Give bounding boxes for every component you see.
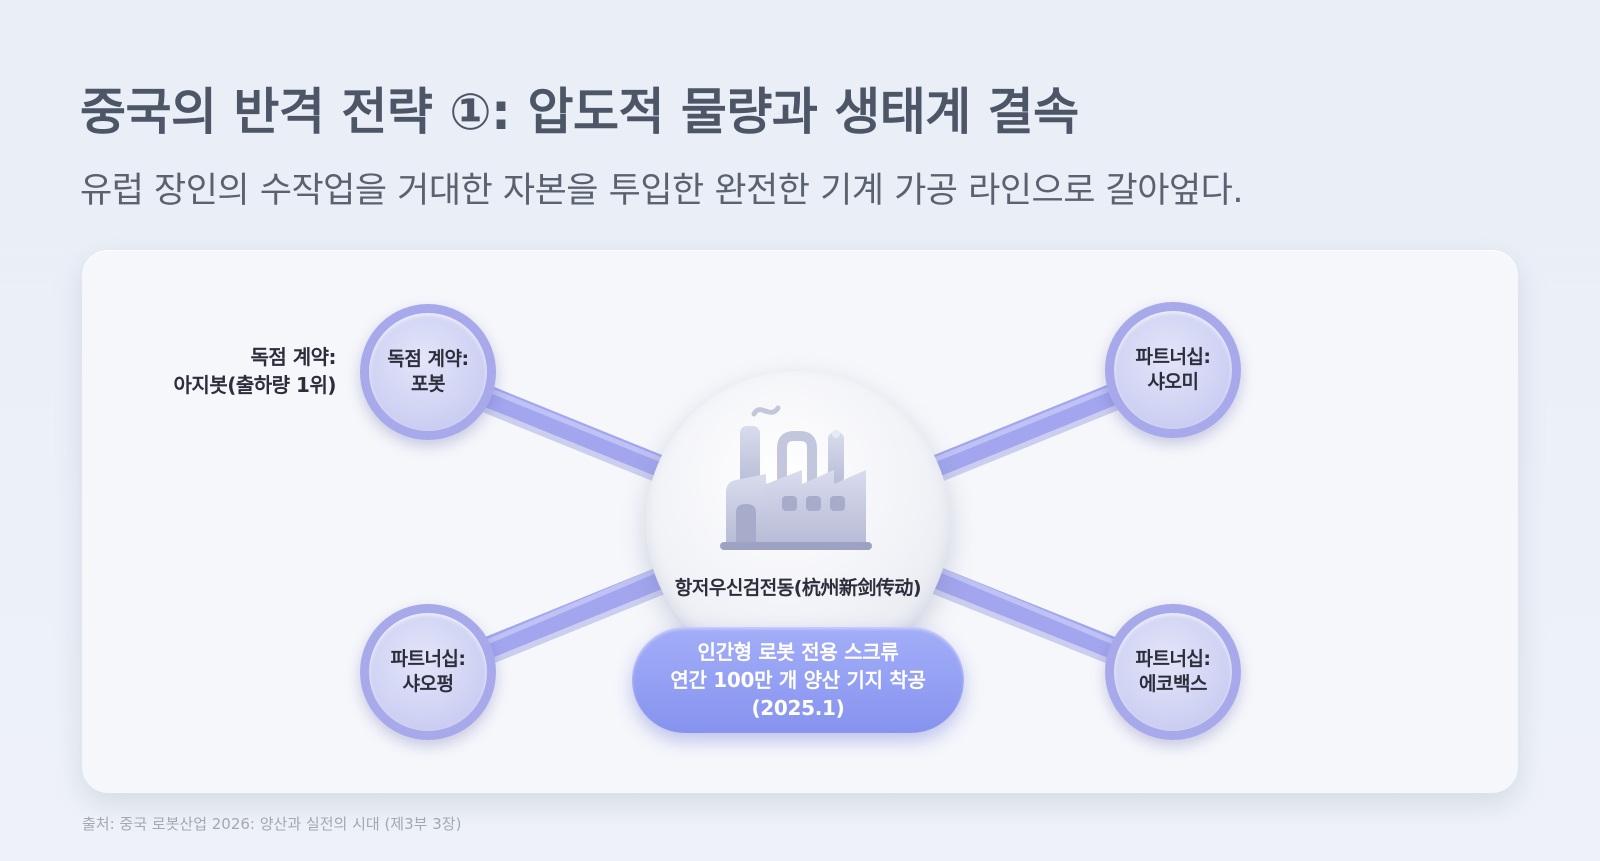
factory-icon <box>720 405 872 550</box>
page-subtitle: 유럽 장인의 수작업을 거대한 자본을 투입한 완전한 기계 가공 라인으로 갈… <box>80 171 1243 211</box>
node-top-left: 독점 계약: 포봇 <box>360 304 496 440</box>
node-bottom-left-label: 파트너십: 샤오펑 <box>390 648 466 695</box>
node-top-left-label: 독점 계약: 포봇 <box>387 348 469 395</box>
node-top-right-label: 파트너십: 샤오미 <box>1135 346 1211 393</box>
page-title: 중국의 반격 전략 ①: 압도적 물량과 생태계 결속 <box>80 83 1079 141</box>
milestone-pill: 인간형 로봇 전용 스크류 연간 100만 개 양산 기지 착공 (2025.1… <box>632 627 964 733</box>
node-top-right: 파트너십: 샤오미 <box>1105 302 1241 438</box>
source-citation: 출처: 중국 로봇산업 2026: 양산과 실전의 시대 (제3부 3장) <box>82 815 462 833</box>
node-bottom-left: 파트너십: 샤오펑 <box>360 604 496 740</box>
node-bottom-right-label: 파트너십: 에코백스 <box>1135 648 1211 695</box>
side-label-top-left: 독점 계약: 아지봇(출하량 1위) <box>173 345 337 397</box>
node-bottom-right: 파트너십: 에코백스 <box>1105 604 1241 740</box>
hub-name: 항저우신검전동(杭州新剑传动) <box>674 577 922 599</box>
milestone-text: 인간형 로봇 전용 스크류 연간 100만 개 양산 기지 착공 (2025.1… <box>670 640 926 720</box>
